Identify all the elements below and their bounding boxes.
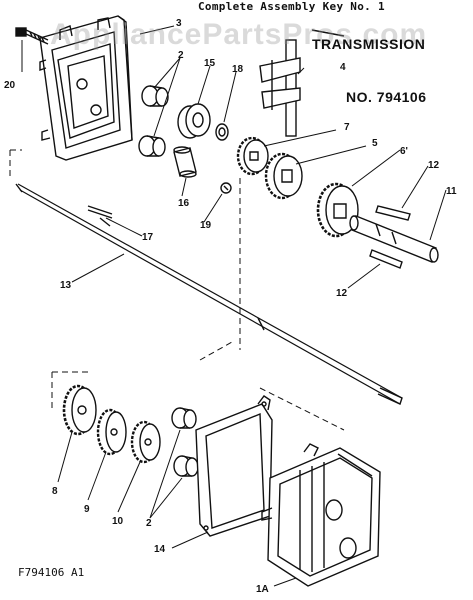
callout-15: 15	[204, 58, 216, 69]
gear-8	[62, 384, 97, 436]
callout-2-lower: 2	[146, 518, 152, 529]
lower-bushings	[171, 407, 199, 477]
callout-12-upper: 12	[428, 160, 440, 171]
spacer-16	[173, 146, 197, 178]
upper-bushings	[138, 85, 169, 157]
callout-1a: 1A	[256, 584, 269, 595]
callout-3: 3	[176, 18, 182, 29]
diagram-title: TRANSMISSION	[312, 36, 426, 52]
clip-18	[215, 123, 229, 141]
center-lines	[9, 149, 345, 431]
diagram-model-number: NO. 794106	[346, 89, 427, 105]
bolt-20	[15, 27, 49, 45]
callout-11: 11	[446, 186, 457, 197]
lower-housing-1a	[261, 443, 381, 587]
upper-housing	[39, 15, 133, 161]
callout-9: 9	[84, 504, 90, 515]
callout-2-upper: 2	[178, 50, 184, 61]
figure-code: F794106 A1	[18, 566, 85, 579]
key-17	[87, 205, 113, 219]
assembly-key-header: Complete Assembly Key No. 1	[198, 0, 385, 13]
callout-17: 17	[142, 232, 154, 243]
shaft-11	[349, 215, 439, 263]
gear-10	[130, 420, 161, 464]
callout-20: 20	[4, 80, 16, 91]
callout-8: 8	[52, 486, 58, 497]
watermark: AppliancePartsPros.com	[50, 18, 428, 51]
gear-9	[96, 408, 127, 456]
callout-13: 13	[60, 280, 72, 291]
gasket-14	[195, 395, 273, 537]
callout-4: 4	[340, 62, 346, 73]
callout-18: 18	[232, 64, 244, 75]
leader-lines	[21, 25, 447, 587]
gear-5	[264, 152, 303, 200]
callout-12-lower: 12	[336, 288, 348, 299]
callout-10: 10	[112, 516, 124, 527]
callout-19: 19	[200, 220, 212, 231]
shift-fork-4	[259, 29, 345, 137]
keys-12	[369, 205, 411, 269]
gear-7	[236, 136, 269, 176]
axle-13	[15, 183, 403, 405]
callout-6: 6'	[400, 146, 408, 157]
callout-5: 5	[372, 138, 378, 149]
callout-14: 14	[154, 544, 166, 555]
gear-15	[177, 103, 211, 139]
callout-7: 7	[344, 122, 350, 133]
clip-19	[220, 182, 232, 194]
callout-16: 16	[178, 198, 190, 209]
